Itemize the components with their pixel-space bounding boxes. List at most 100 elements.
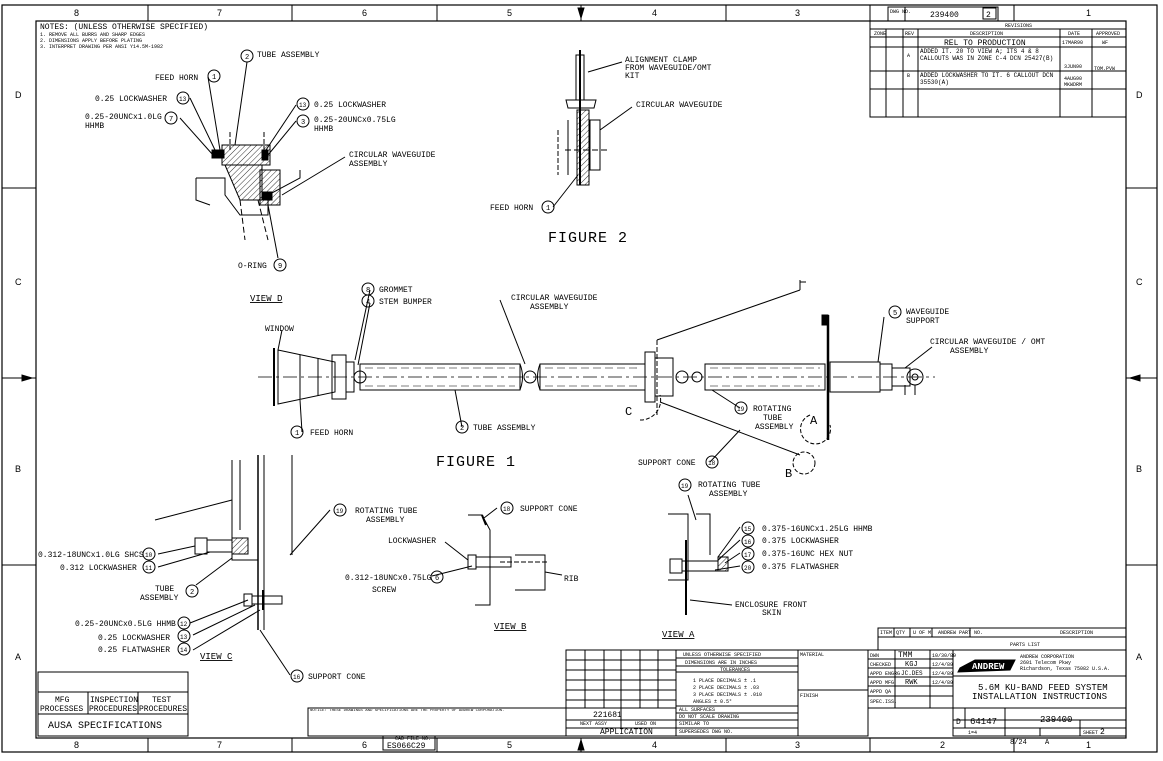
- parts-col-qty: QTY: [896, 630, 905, 636]
- figure-1-title: FIGURE 1: [436, 454, 516, 471]
- zone-4-bottom: 4: [652, 740, 657, 750]
- application-labels: 221681 NEXT ASSY USED ON APPLICATION: [580, 711, 656, 737]
- fig1-circular-waveguide-2: ASSEMBLY: [530, 303, 569, 312]
- note-2: 2. DIMENSIONS APPLY BEFORE PLATING: [40, 38, 142, 44]
- view-c-hhmb: 0.25-20UNCx0.5LG HHMB: [75, 620, 176, 629]
- tol-supersedes: SUPERSEDES DWG NO.: [679, 729, 733, 735]
- fig1-omt-2: ASSEMBLY: [950, 347, 989, 356]
- parts-col-item: ITEM: [880, 630, 892, 636]
- zone-4-top: 4: [652, 8, 657, 18]
- balloon-14-view-c: 14: [180, 647, 188, 654]
- notes-title: NOTES: (UNLESS OTHERWISE SPECIFIED): [40, 23, 208, 32]
- view-a-lockwasher: 0.375 LOCKWASHER: [762, 537, 839, 546]
- view-a-drawing: [668, 494, 741, 615]
- view-c-rotating-2: ASSEMBLY: [366, 516, 405, 525]
- rev-row2-rev: A: [907, 53, 910, 59]
- view-a-enclosure: ENCLOSURE FRONT: [735, 601, 807, 610]
- rev-row2-approved: TOM.PVW: [1094, 66, 1115, 72]
- tol-2: 2 PLACE DECIMALS ± .03: [693, 685, 759, 691]
- spec-ausa: AUSA SPECIFICATIONS: [48, 721, 162, 732]
- balloon-9-view-d: 9: [278, 263, 282, 271]
- view-b-support-cone: SUPPORT CONE: [520, 505, 578, 514]
- figure-2-labels: ALIGNMENT CLAMP FROM WAVEGUIDE/OMT KIT C…: [490, 56, 723, 247]
- view-b-screw: 0.312-18UNCx0.75LG: [345, 574, 432, 583]
- view-c-lockwasher-2: 0.25 LOCKWASHER: [98, 634, 170, 643]
- fscm-number: 64147: [970, 717, 997, 727]
- parts-list-title: PARTS LIST: [1010, 642, 1040, 648]
- spec-inspection-2: PROCEDURES: [89, 705, 137, 714]
- view-a-hexnut: 0.375-16UNC HEX NUT: [762, 550, 853, 559]
- tol-3: 3 PLACE DECIMALS ± .010: [693, 692, 762, 698]
- tol-header-2: DIMENSIONS ARE IN INCHES: [685, 660, 757, 666]
- zone-3-bottom: 3: [795, 740, 800, 750]
- fig1-window: WINDOW: [265, 325, 294, 334]
- view-b-labels: SUPPORT CONE LOCKWASHER 0.312-18UNCx0.75…: [345, 505, 579, 632]
- drawing-weight: 8/24: [1010, 739, 1027, 747]
- rev-dwg-no-label: DWG NO.: [890, 9, 911, 15]
- title-dwg-number: 239400: [1040, 715, 1072, 725]
- rev-row1-description: REL TO PRODUCTION: [944, 39, 1026, 48]
- rev-col-approved: APPROVED: [1096, 31, 1120, 37]
- fig2-alignment-clamp-3: KIT: [625, 72, 640, 81]
- zone-b-left: B: [15, 464, 21, 474]
- note-1: 1. REMOVE ALL BURRS AND SHARP EDGES: [40, 32, 145, 38]
- balloon-12-view-c: 12: [180, 621, 188, 628]
- sig-role-5: SPEC.ISS.: [870, 699, 897, 705]
- balloon-18-fig1: 18: [708, 460, 716, 467]
- general-notes: NOTES: (UNLESS OTHERWISE SPECIFIED) 1. R…: [40, 23, 208, 50]
- balloon-13-view-d: 13: [179, 96, 187, 103]
- note-3: 3. INTERPRET DRAWING PER ANSI Y14.5M-198…: [40, 44, 163, 50]
- rev-row3-description: ADDED LOCKWASHER TO IT. 6 CALLOUT DCN 35…: [920, 72, 1054, 86]
- zone-d-right: D: [1136, 90, 1143, 100]
- item-balloon-numbers: 2 1 13 7 13 3 9 1 8 4 5 1 2 19 18 19 10 …: [145, 54, 897, 681]
- view-d-bolt-right-2: HHMB: [314, 125, 333, 134]
- rev-row3-rev: B: [907, 73, 910, 79]
- zone-2-bottom: 2: [940, 740, 945, 750]
- fig1-support-cone: SUPPORT CONE: [638, 459, 696, 468]
- zone-a-left: A: [15, 652, 21, 662]
- balloon-19-fig1: 19: [737, 406, 745, 413]
- figure-2-title: FIGURE 2: [548, 230, 628, 247]
- tol-do-not-scale: DO NOT SCALE DRAWING: [679, 714, 739, 720]
- balloon-7-view-d: 7: [169, 116, 173, 124]
- balloon-10-view-c: 10: [145, 552, 153, 559]
- view-d-detail: [179, 61, 346, 259]
- balloon-20-view-a: 20: [744, 565, 752, 572]
- drawing-rev: A: [1045, 739, 1050, 747]
- finish-label: FINISH: [800, 693, 818, 699]
- fig1-grommet: GROMMET: [379, 286, 413, 295]
- cad-file-number: ES066C29: [387, 742, 426, 751]
- balloon-5-fig1: 5: [893, 310, 897, 318]
- title-block: [877, 627, 1127, 737]
- view-c-support-cone: SUPPORT CONE: [308, 673, 366, 682]
- balloon-8-fig1: 8: [366, 287, 370, 295]
- balloon-2-fig1: 2: [460, 425, 464, 433]
- balloon-13-view-c: 13: [180, 634, 188, 641]
- next-assy-label: NEXT ASSY: [580, 721, 607, 727]
- rev-header: REVISIONS: [1005, 23, 1032, 29]
- cad-file-label: CAD FILE NO.: [395, 736, 431, 742]
- material-label: MATERIAL: [800, 652, 824, 658]
- view-c-tube-2: ASSEMBLY: [140, 594, 179, 603]
- sig-date-3: 12/4/89: [932, 680, 953, 686]
- tol-similar-to: SIMILAR TO: [679, 721, 709, 727]
- item-balloons: [142, 49, 902, 683]
- rev-col-rev: REV: [905, 31, 914, 37]
- company-address-1: 2601 Telecom Pkwy: [1020, 660, 1071, 666]
- title-sheet-number: 2: [1100, 728, 1105, 737]
- application-label: APPLICATION: [600, 728, 653, 737]
- sig-role-4: APPD QA: [870, 689, 891, 695]
- view-d-tube-assembly: TUBE ASSEMBLY: [257, 51, 320, 60]
- view-b-rib: RIB: [564, 575, 579, 584]
- zone-6-bottom: 6: [362, 740, 367, 750]
- zone-b-right: B: [1136, 464, 1142, 474]
- used-on-label: USED ON: [635, 721, 656, 727]
- sig-date-0: 10/30/89: [932, 653, 956, 659]
- fig1-circular-waveguide: CIRCULAR WAVEGUIDE: [511, 294, 598, 303]
- balloon-17-view-a: 17: [744, 552, 752, 559]
- sig-name-0: TMM: [898, 651, 913, 660]
- view-c-title: VIEW C: [200, 652, 233, 662]
- balloon-18-view-b: 18: [503, 506, 511, 513]
- tolerance-block: [675, 649, 869, 737]
